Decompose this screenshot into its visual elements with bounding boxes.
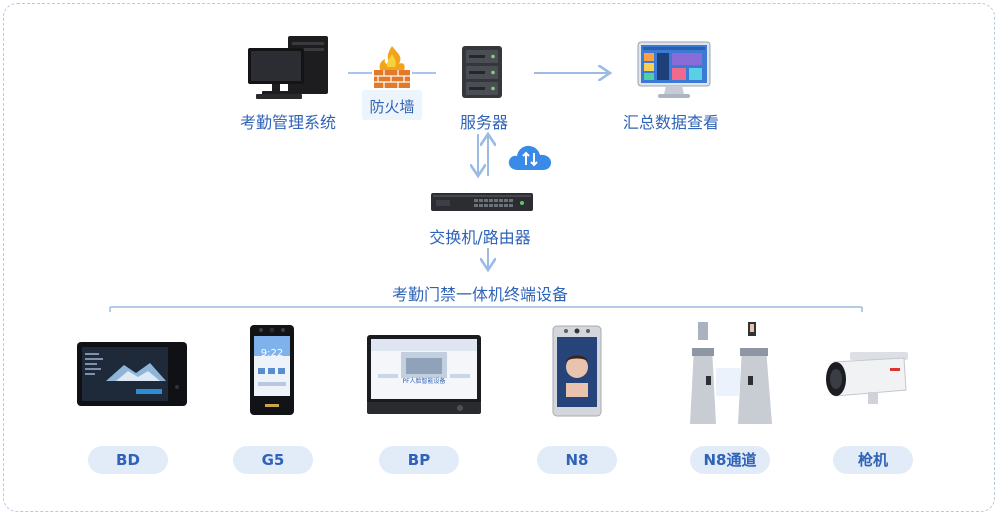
firewall-label: 防火墙 [369,98,415,116]
device-bp-image [367,335,481,414]
device-n8-channel-image [690,322,772,424]
device-pill-bd: BD [88,446,168,474]
switch-router-label: 交换机/路由器 [429,228,531,247]
device-n8-image [552,325,602,417]
device-pill-n8: N8 [537,446,617,474]
device-pill-n8-channel: N8通道 [690,446,770,474]
device-pill-g5: G5 [233,446,313,474]
desktop-computer-icon [248,36,328,99]
terminal-devices-label: 考勤门禁一体机终端设备 [391,285,568,304]
bp-banner: PF人脸智能设备 [402,378,446,385]
device-bullet-camera-image [826,352,908,404]
server-label: 服务器 [459,113,508,132]
device-pill-bullet-camera: 枪机 [833,446,913,474]
g5-clock: 9:22 [260,348,284,359]
attendance-system-label: 考勤管理系统 [239,113,336,132]
device-pill-bp: BP [379,446,459,474]
network-switch-icon [431,193,533,211]
monitor-dashboard-icon [637,41,711,98]
device-g5-image [250,325,294,415]
cloud-sync-icon [508,145,552,170]
server-rack-icon [462,46,502,98]
firewall-icon [374,46,410,88]
device-bd-image [77,342,187,406]
summary-view-label: 汇总数据查看 [622,113,719,132]
firewall-label-bg [362,90,422,120]
